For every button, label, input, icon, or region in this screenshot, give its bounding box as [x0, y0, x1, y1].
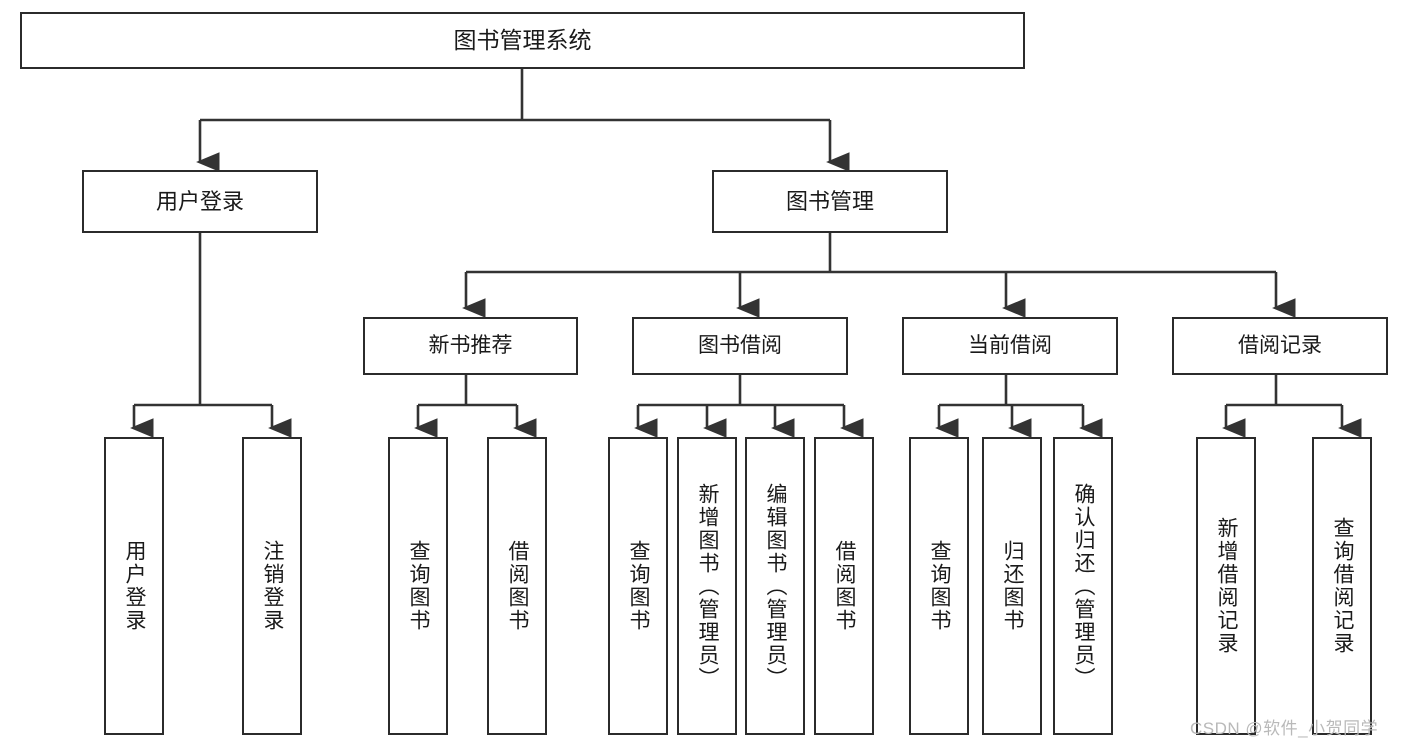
node-label: 新增图书（管理员）: [696, 482, 720, 690]
edges-borrowrecord-to-leaves: [1224, 375, 1344, 412]
node-label: 用户登录: [155, 188, 244, 214]
node-label: 借阅图书: [506, 540, 530, 632]
node-label: 确认归还（管理员）: [1072, 482, 1096, 690]
edges-root-to-level2: [198, 69, 832, 152]
node-leaf-query-record[interactable]: 查询借阅记录: [1312, 437, 1372, 735]
node-leaf-query-book-borrow[interactable]: 查询图书: [608, 437, 668, 735]
node-user-login[interactable]: 用户登录: [82, 170, 318, 233]
node-borrow-record[interactable]: 借阅记录: [1172, 317, 1388, 375]
node-label: 查询图书: [407, 540, 431, 632]
node-label: 查询图书: [627, 540, 651, 632]
node-leaf-add-book[interactable]: 新增图书（管理员）: [677, 437, 737, 735]
node-leaf-edit-book[interactable]: 编辑图书（管理员）: [745, 437, 805, 735]
node-leaf-add-record[interactable]: 新增借阅记录: [1196, 437, 1256, 735]
node-label: 新增借阅记录: [1215, 517, 1239, 655]
node-leaf-return-book[interactable]: 归还图书: [982, 437, 1042, 735]
node-label: 用户登录: [123, 540, 147, 632]
node-book-manage[interactable]: 图书管理: [712, 170, 948, 233]
node-book-borrow[interactable]: 图书借阅: [632, 317, 848, 375]
node-label: 查询借阅记录: [1331, 517, 1355, 655]
node-new-book-rec[interactable]: 新书推荐: [363, 317, 578, 375]
node-label: 编辑图书（管理员）: [764, 482, 788, 690]
csdn-watermark: CSDN @软件_小贺同学: [1190, 719, 1379, 738]
node-label: 注销登录: [261, 540, 285, 632]
node-leaf-user-login[interactable]: 用户登录: [104, 437, 164, 735]
node-leaf-borrow-book-rec[interactable]: 借阅图书: [487, 437, 547, 735]
node-label: 查询图书: [928, 540, 952, 632]
node-label: 借阅记录: [1238, 333, 1322, 357]
node-root-system[interactable]: 图书管理系统: [20, 12, 1025, 69]
edges-currentborrow-to-leaves: [937, 375, 1085, 412]
node-current-borrow[interactable]: 当前借阅: [902, 317, 1118, 375]
node-leaf-confirm-return[interactable]: 确认归还（管理员）: [1053, 437, 1113, 735]
node-label: 归还图书: [1001, 540, 1025, 632]
node-label: 图书管理系统: [453, 26, 592, 53]
node-label: 当前借阅: [968, 333, 1052, 357]
edges-bookmanage-to-level3: [464, 233, 1278, 290]
node-label: 图书借阅: [698, 333, 782, 357]
node-leaf-query-book-cur[interactable]: 查询图书: [909, 437, 969, 735]
node-label: 新书推荐: [428, 333, 513, 357]
node-leaf-query-book-rec[interactable]: 查询图书: [388, 437, 448, 735]
node-leaf-borrow-book[interactable]: 借阅图书: [814, 437, 874, 735]
node-label: 图书管理: [785, 188, 874, 214]
edges-bookborrow-to-leaves: [636, 375, 846, 412]
node-leaf-user-logout[interactable]: 注销登录: [242, 437, 302, 735]
edges-userlogin-to-leaves: [132, 233, 274, 412]
edges-newbookrec-to-leaves: [416, 375, 519, 412]
node-label: 借阅图书: [833, 540, 857, 632]
